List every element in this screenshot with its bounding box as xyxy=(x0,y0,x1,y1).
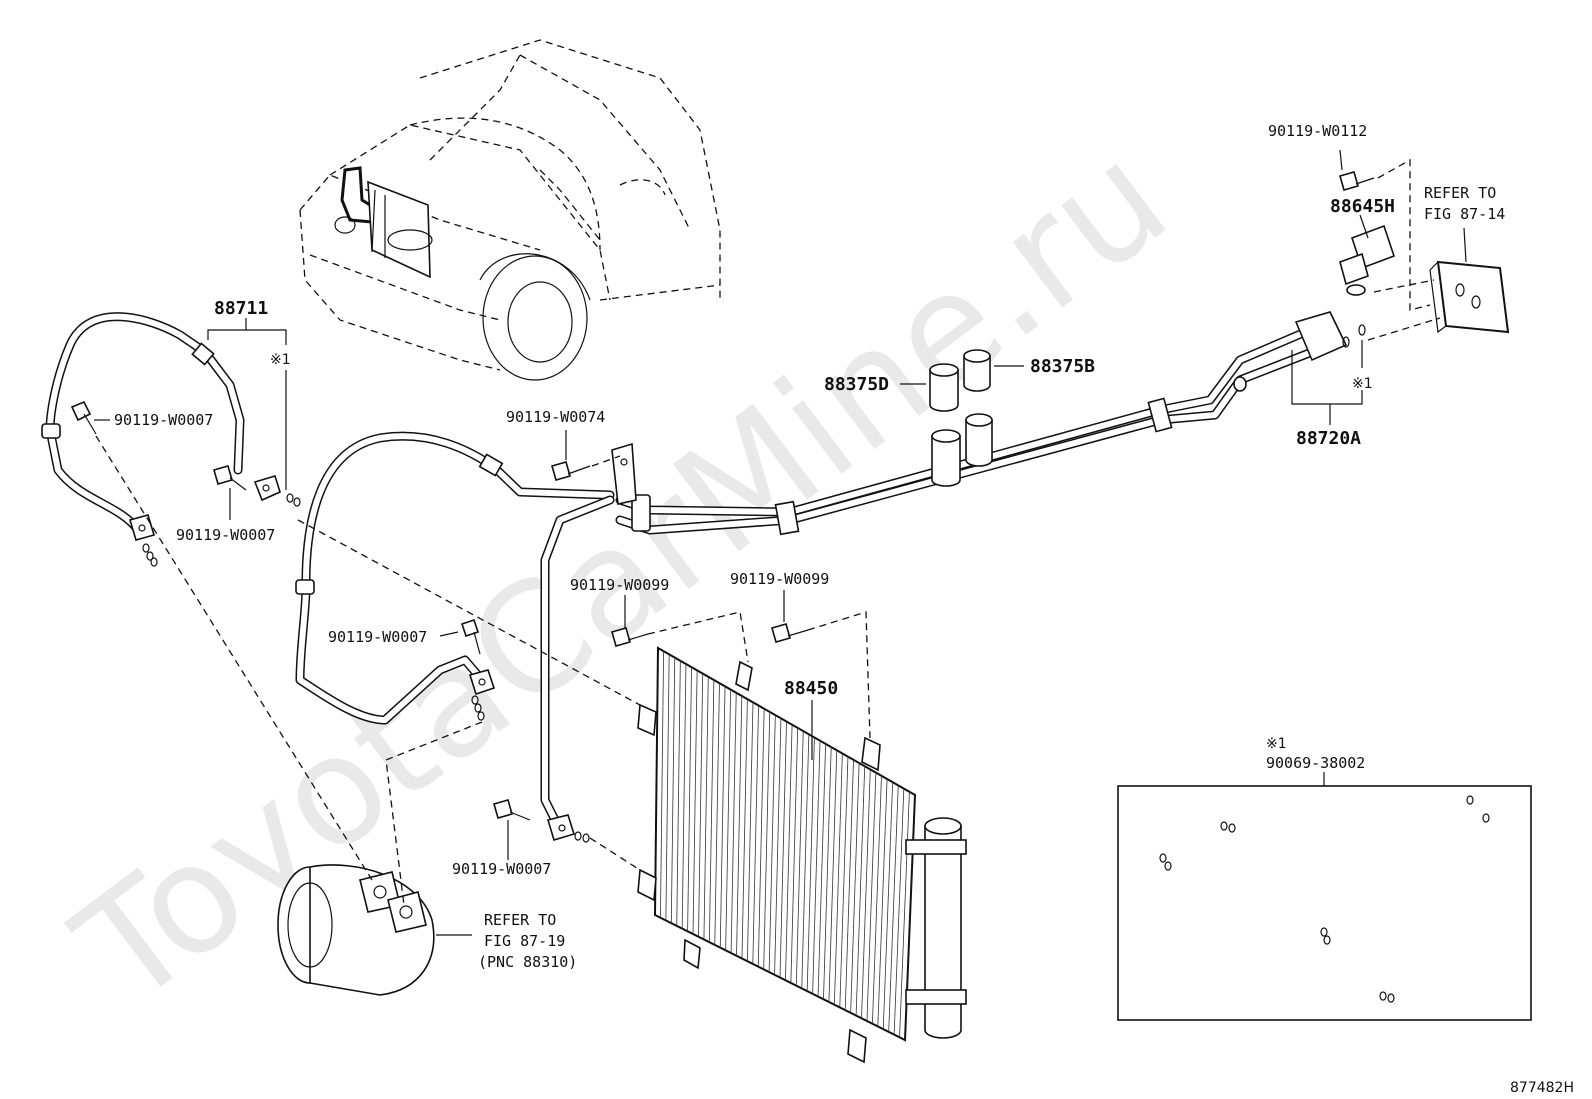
condenser-fin xyxy=(877,779,888,1027)
label-refer-evap-1: REFER TO xyxy=(1424,184,1496,202)
condenser-fin xyxy=(812,740,821,994)
condenser-fin xyxy=(714,683,720,945)
condenser-fin xyxy=(757,708,765,967)
condenser-fin xyxy=(692,670,698,935)
label-bolt-w0007-b[interactable]: 90119-W0007 xyxy=(176,526,275,544)
condenser-fin xyxy=(670,657,676,924)
leader-lines xyxy=(94,149,1467,936)
vehicle-sketch xyxy=(299,39,721,381)
condenser-fin xyxy=(741,699,748,959)
condenser-fin xyxy=(795,731,804,986)
condenser-fin xyxy=(665,654,670,921)
discharge-hose-88711 xyxy=(41,312,301,567)
condenser-fin xyxy=(833,753,843,1005)
label-refer-comp-1: REFER TO xyxy=(484,911,556,929)
condenser-fin xyxy=(844,759,854,1011)
label-bolt-w0099-b[interactable]: 90119-W0099 xyxy=(730,570,829,588)
condenser-fin xyxy=(730,692,737,954)
pressure-switch-88645H xyxy=(1339,171,1396,296)
label-88645H[interactable]: 88645H xyxy=(1330,196,1395,217)
condenser-fin xyxy=(681,663,687,929)
condenser-fin xyxy=(882,782,894,1030)
label-bolt-w0007-d[interactable]: 90119-W0007 xyxy=(452,860,551,878)
label-88375B[interactable]: 88375B xyxy=(1030,356,1095,377)
condenser-fin xyxy=(855,766,866,1016)
condenser-fin xyxy=(828,750,838,1002)
condenser-fin xyxy=(861,769,871,1019)
condenser-fin xyxy=(703,676,709,940)
condenser-fin xyxy=(676,660,681,926)
condenser-fin xyxy=(763,711,771,970)
label-bolt-w0007-c[interactable]: 90119-W0007 xyxy=(328,628,427,646)
condenser-fin xyxy=(806,737,815,992)
condenser-fin xyxy=(660,651,664,918)
condenser-fin xyxy=(801,734,810,989)
suction-hose xyxy=(295,431,615,725)
label-bolt-w0007-a[interactable]: 90119-W0007 xyxy=(114,411,213,429)
condenser-fin xyxy=(752,705,759,964)
service-valve-caps xyxy=(929,349,993,487)
label-note-mark-b: ※1 xyxy=(1352,376,1373,392)
compressor xyxy=(277,864,435,996)
label-88375D[interactable]: 88375D xyxy=(824,374,889,395)
label-88450[interactable]: 88450 xyxy=(784,678,838,699)
label-refer-comp-3: (PNC 88310) xyxy=(478,953,577,971)
condenser-fin xyxy=(708,679,715,943)
condenser-fin xyxy=(866,772,877,1021)
condenser-fin xyxy=(893,788,905,1035)
condenser-fin xyxy=(817,743,827,997)
condenser-fin xyxy=(736,695,743,956)
label-refer-comp-2[interactable]: FIG 87-19 xyxy=(484,932,565,950)
evaporator-plate xyxy=(1429,260,1510,334)
condenser-fin xyxy=(888,785,899,1032)
tube-assembly-88720A xyxy=(493,311,1366,843)
condenser-fin xyxy=(850,763,860,1013)
condenser-fin xyxy=(687,667,692,932)
condenser-88450 xyxy=(611,623,967,1064)
label-bolt-w0112[interactable]: 90119-W0112 xyxy=(1268,122,1367,140)
label-refer-evap-2[interactable]: FIG 87-14 xyxy=(1424,205,1505,223)
oring-kit-box xyxy=(1117,772,1532,1021)
diagram-code: 877482H xyxy=(1510,1080,1574,1096)
condenser-fin xyxy=(790,727,799,983)
condenser-fin xyxy=(899,791,910,1038)
condenser-fin xyxy=(768,715,776,973)
label-88720A[interactable]: 88720A xyxy=(1296,428,1361,449)
condenser-fin xyxy=(698,673,704,937)
label-bolt-w0074[interactable]: 90119-W0074 xyxy=(506,408,605,426)
condenser-fin xyxy=(823,747,832,1000)
condenser-fin xyxy=(779,721,787,978)
condenser-fin xyxy=(719,686,726,948)
condenser-fin xyxy=(839,756,849,1008)
label-88711[interactable]: 88711 xyxy=(214,298,268,319)
label-bolt-w0099-a[interactable]: 90119-W0099 xyxy=(570,576,669,594)
condenser-fin xyxy=(774,718,782,975)
label-note-mark-c: ※1 xyxy=(1266,736,1287,752)
label-note-mark-a: ※1 xyxy=(270,352,291,368)
label-oring-kit[interactable]: 90069-38002 xyxy=(1266,754,1365,772)
condenser-fin xyxy=(746,702,754,962)
part-labels: 88711 ※1 90119-W0007 90119-W0007 90119-W… xyxy=(114,122,1574,1096)
condenser-fin xyxy=(725,689,732,951)
condenser-fin xyxy=(785,724,793,981)
condenser-fin xyxy=(871,775,882,1024)
